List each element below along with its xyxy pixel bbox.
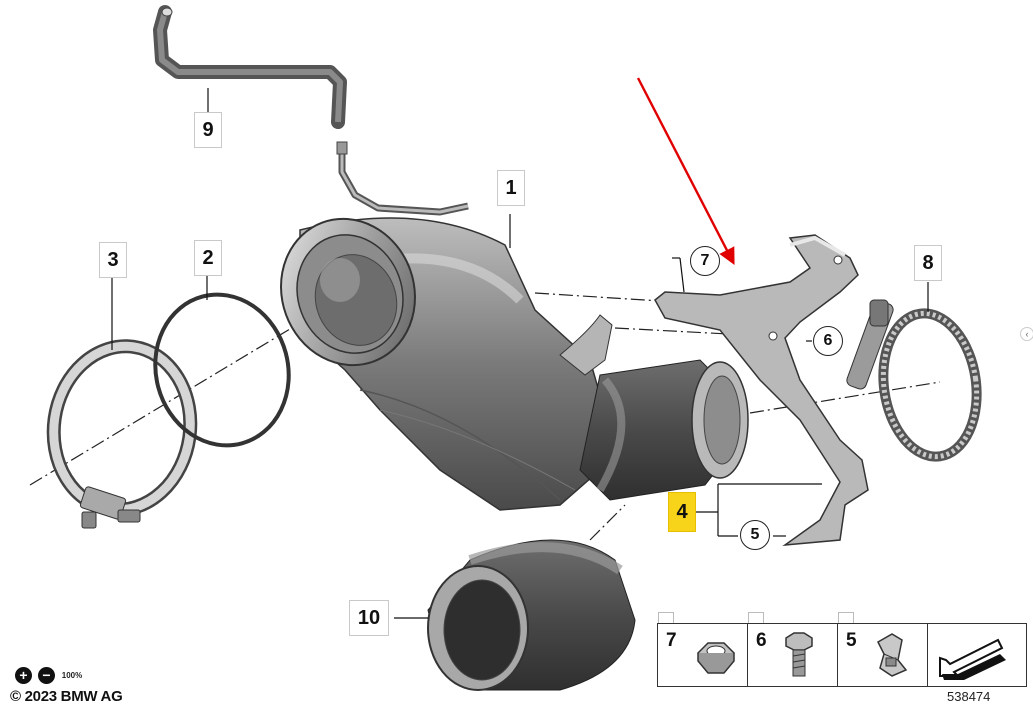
part-3-clamp[interactable]	[43, 337, 201, 529]
legend-number: 5	[846, 630, 857, 651]
copyright-text: © 2023 BMW AG	[10, 688, 123, 705]
callout-7[interactable]: 7	[690, 246, 720, 276]
sensor-line	[336, 141, 469, 216]
attached-flex-pipe	[579, 359, 749, 501]
callout-3[interactable]: 3	[99, 242, 127, 278]
legend-item-clip-nut[interactable]: 5	[838, 612, 928, 686]
legend-number: 7	[666, 630, 677, 651]
legend-item-direction[interactable]	[928, 624, 1026, 686]
nut-icon	[697, 642, 735, 674]
direction-arrow-icon	[939, 638, 1006, 680]
callout-2[interactable]: 2	[194, 240, 222, 276]
part-8-band-clamp[interactable]	[845, 299, 985, 462]
leader-lines	[111, 88, 929, 619]
zoom-in-button[interactable]: +	[15, 667, 32, 684]
legend-tab	[658, 612, 674, 623]
legend-item-bolt[interactable]: 6	[748, 612, 838, 686]
legend-item-nut[interactable]: 7	[658, 612, 748, 686]
diagram-number: 538474	[947, 689, 991, 704]
bolt-icon	[785, 632, 813, 677]
callout-9[interactable]: 9	[194, 112, 222, 148]
part-2-gasket[interactable]	[139, 280, 306, 461]
legend-number: 6	[756, 630, 767, 651]
legend-tab	[838, 612, 854, 623]
callout-1[interactable]: 1	[497, 170, 525, 206]
zoom-reset-button[interactable]: 100%	[61, 671, 83, 680]
part-4-bracket[interactable]	[654, 234, 869, 546]
parts-legend: 7 6 5	[657, 612, 1027, 687]
legend-tab	[748, 612, 764, 623]
callout-6[interactable]: 6	[813, 326, 843, 356]
part-9-vacuum-pipe[interactable]	[153, 5, 347, 129]
callout-4[interactable]: 4	[668, 492, 696, 532]
part-10-flex-pipe[interactable]	[427, 539, 636, 691]
part-1-catalytic-converter[interactable]	[261, 200, 613, 511]
callout-8[interactable]: 8	[914, 245, 942, 281]
clip-nut-icon	[877, 633, 908, 677]
zoom-controls: + − 100%	[15, 667, 83, 684]
collapse-handle[interactable]: ‹	[1020, 327, 1033, 341]
annotation-arrow	[636, 77, 735, 265]
callout-10[interactable]: 10	[349, 600, 389, 636]
callout-5[interactable]: 5	[740, 520, 770, 550]
zoom-out-button[interactable]: −	[38, 667, 55, 684]
